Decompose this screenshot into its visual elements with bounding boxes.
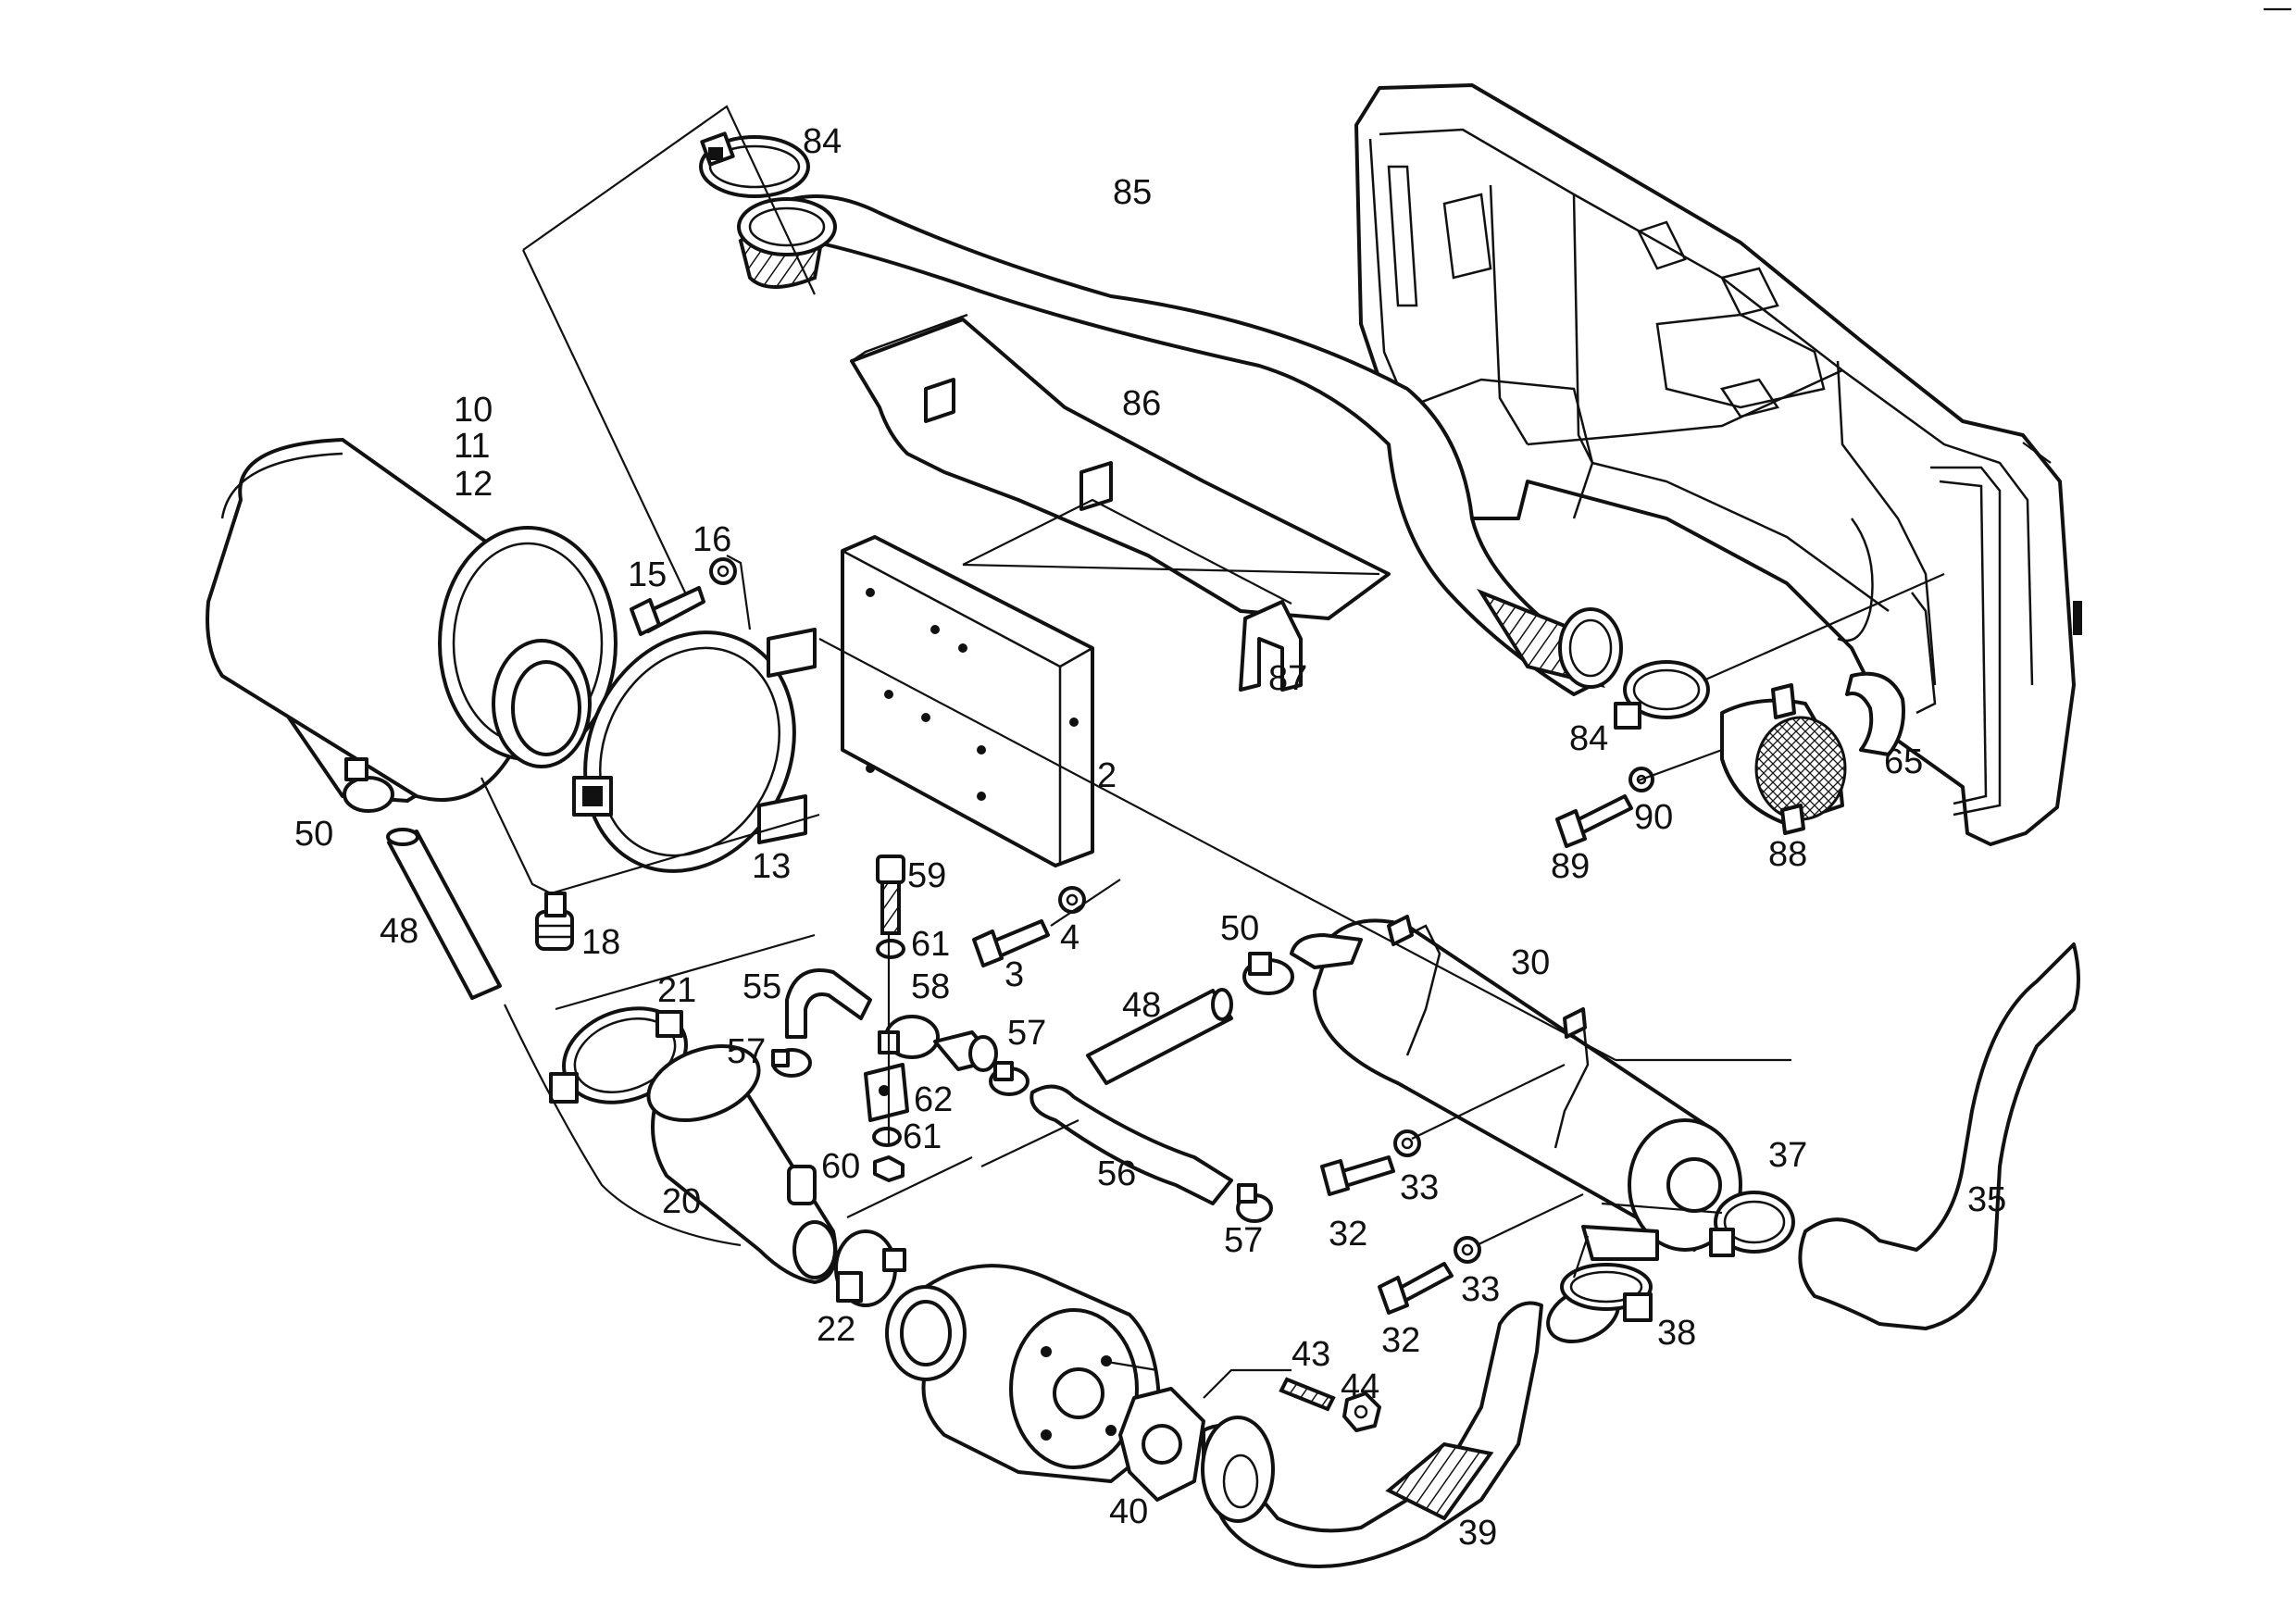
part-label-33-lower: 33 (1461, 1270, 1500, 1309)
washer-4 (1058, 886, 1086, 914)
hose-clamp-50-right (1242, 952, 1294, 995)
part-label-18: 18 (581, 923, 620, 962)
reference-lines (480, 105, 2052, 1399)
part-label-84-top: 84 (803, 122, 842, 161)
part-label-65: 65 (1884, 742, 1923, 781)
part-label-16: 16 (693, 520, 731, 559)
bolt-59 (876, 855, 905, 935)
intake-screen-filter (1720, 683, 1847, 835)
part-label-22: 22 (817, 1310, 855, 1349)
washer-61-lower (872, 1127, 902, 1147)
part-label-85: 85 (1113, 173, 1152, 212)
part-label-62: 62 (914, 1080, 953, 1119)
part-label-30: 30 (1511, 943, 1550, 982)
part-label-38: 38 (1657, 1314, 1696, 1353)
part-label-40: 40 (1109, 1492, 1148, 1531)
filter-mounting-band (572, 628, 817, 873)
hose-56 (1029, 1084, 1233, 1205)
seal-ring-65 (1845, 671, 1905, 756)
part-label-20: 20 (662, 1182, 701, 1221)
cooler-plate (841, 535, 1094, 867)
dust-valve (535, 892, 574, 951)
part-labels: 10 11 12 15 16 84 85 86 87 2 13 18 50 48… (294, 122, 2006, 1553)
part-label-33-upper: 33 (1400, 1168, 1439, 1207)
part-label-56: 56 (1097, 1154, 1136, 1193)
bracket-62 (864, 1063, 909, 1122)
part-label-50-right: 50 (1220, 909, 1259, 948)
hose-clamp-57-left (771, 1048, 812, 1078)
clamp-22 (834, 1229, 906, 1307)
part-label-21: 21 (657, 971, 696, 1010)
part-label-48-left: 48 (380, 912, 418, 951)
heat-shield (850, 313, 1391, 692)
washer-61-upper (876, 939, 905, 959)
hose-clamp-57-lower (1236, 1183, 1273, 1223)
turbocharger (885, 1264, 1161, 1483)
part-label-32-lower: 32 (1381, 1321, 1420, 1360)
part-label-10: 10 (454, 391, 493, 430)
hose-clamp-50-left (343, 757, 394, 813)
part-label-90: 90 (1634, 798, 1673, 837)
part-label-84-right: 84 (1569, 719, 1608, 758)
hose-clamp-57-upper (989, 1061, 1029, 1096)
part-label-32-upper: 32 (1329, 1215, 1367, 1254)
part-label-60: 60 (821, 1147, 860, 1186)
bolt-32-upper (1320, 1155, 1395, 1196)
part-label-39: 39 (1458, 1514, 1497, 1553)
washer-16 (709, 557, 737, 585)
part-label-87: 87 (1268, 659, 1307, 698)
part-label-4: 4 (1060, 918, 1079, 957)
exhaust-gasket (1118, 1387, 1205, 1502)
bolt-3 (972, 919, 1050, 967)
air-intake-hose (737, 194, 1623, 696)
part-label-12: 12 (454, 465, 493, 504)
part-label-61-lower: 61 (903, 1117, 942, 1156)
turbo-intake-hose (646, 1044, 838, 1284)
clamp-37 (1709, 1191, 1795, 1257)
part-label-89: 89 (1551, 847, 1590, 886)
hose-48-left (386, 828, 502, 1000)
washer-33-upper (1393, 1129, 1421, 1157)
engine-hood-housing (1354, 83, 2082, 846)
part-label-57-upper: 57 (1007, 1014, 1046, 1053)
muffler (1313, 915, 1742, 1261)
part-label-3: 3 (1004, 955, 1024, 994)
tail-pipe (1798, 942, 2080, 1330)
stud-43 (1279, 1377, 1336, 1412)
part-label-58: 58 (911, 967, 950, 1006)
hose-55 (785, 968, 872, 1039)
nut-60 (873, 1155, 905, 1182)
pipe-section (933, 1030, 998, 1072)
part-label-35: 35 (1967, 1180, 2006, 1219)
washer-33-lower (1454, 1236, 1481, 1264)
part-label-44: 44 (1341, 1367, 1379, 1406)
part-label-48-right: 48 (1122, 986, 1161, 1025)
muffler-inlet-pipe (1290, 933, 1363, 969)
hose-sleeve (787, 1165, 817, 1205)
part-label-11: 11 (454, 427, 490, 466)
air-filter (206, 438, 618, 803)
part-label-88: 88 (1768, 835, 1807, 874)
hose-48-right (1086, 988, 1233, 1085)
part-label-37: 37 (1768, 1136, 1807, 1175)
hose-clamp-right (1614, 660, 1710, 730)
part-label-2: 2 (1097, 756, 1117, 795)
part-label-55: 55 (742, 967, 781, 1006)
clamp-38 (1560, 1263, 1653, 1322)
bolt-89 (1555, 794, 1633, 848)
part-label-15: 15 (628, 555, 667, 594)
part-label-13: 13 (752, 847, 791, 886)
part-label-61-upper: 61 (911, 925, 950, 964)
part-label-50-left: 50 (294, 815, 333, 854)
part-label-57-lower: 57 (1224, 1221, 1263, 1260)
nut-44 (1342, 1391, 1381, 1432)
part-label-59: 59 (907, 856, 946, 895)
bolt-32-lower (1378, 1262, 1454, 1315)
bolt-15 (630, 586, 705, 636)
part-label-43: 43 (1292, 1335, 1330, 1374)
part-label-57-left: 57 (727, 1032, 766, 1071)
part-label-86: 86 (1122, 384, 1161, 423)
